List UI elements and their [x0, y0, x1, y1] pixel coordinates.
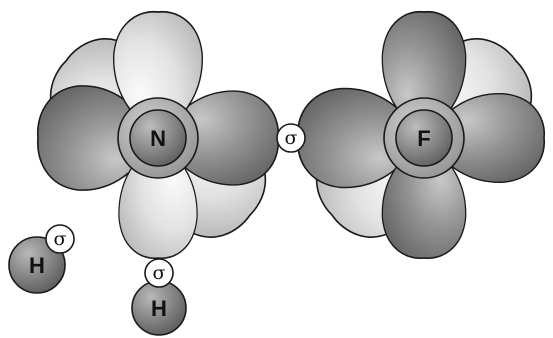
h-left-sphere [8, 236, 66, 294]
n-h-left-sigma-label: σ [54, 228, 67, 250]
hydrogen-left: H σ [8, 224, 75, 294]
n-h-left-sigma-circle [45, 224, 75, 254]
n-core [129, 109, 187, 167]
hydrogen-bottom: H σ [131, 258, 187, 336]
f-atom-label: F [417, 126, 430, 151]
n-h-bottom-sigma-circle [144, 258, 174, 288]
h-left-label: H [29, 253, 45, 278]
n-f-sigma-bond: σ [276, 123, 306, 153]
fluorine-orbitals: F [296, 10, 546, 260]
n-atom-label: N [150, 126, 166, 151]
f-core [395, 109, 453, 167]
n-h-bottom-sigma-label: σ [153, 262, 166, 284]
h-bottom-label: H [151, 296, 167, 321]
n-f-sigma-label: σ [285, 127, 298, 149]
nitrogen-orbitals: N [36, 10, 280, 260]
n-f-sigma-circle [276, 123, 306, 153]
